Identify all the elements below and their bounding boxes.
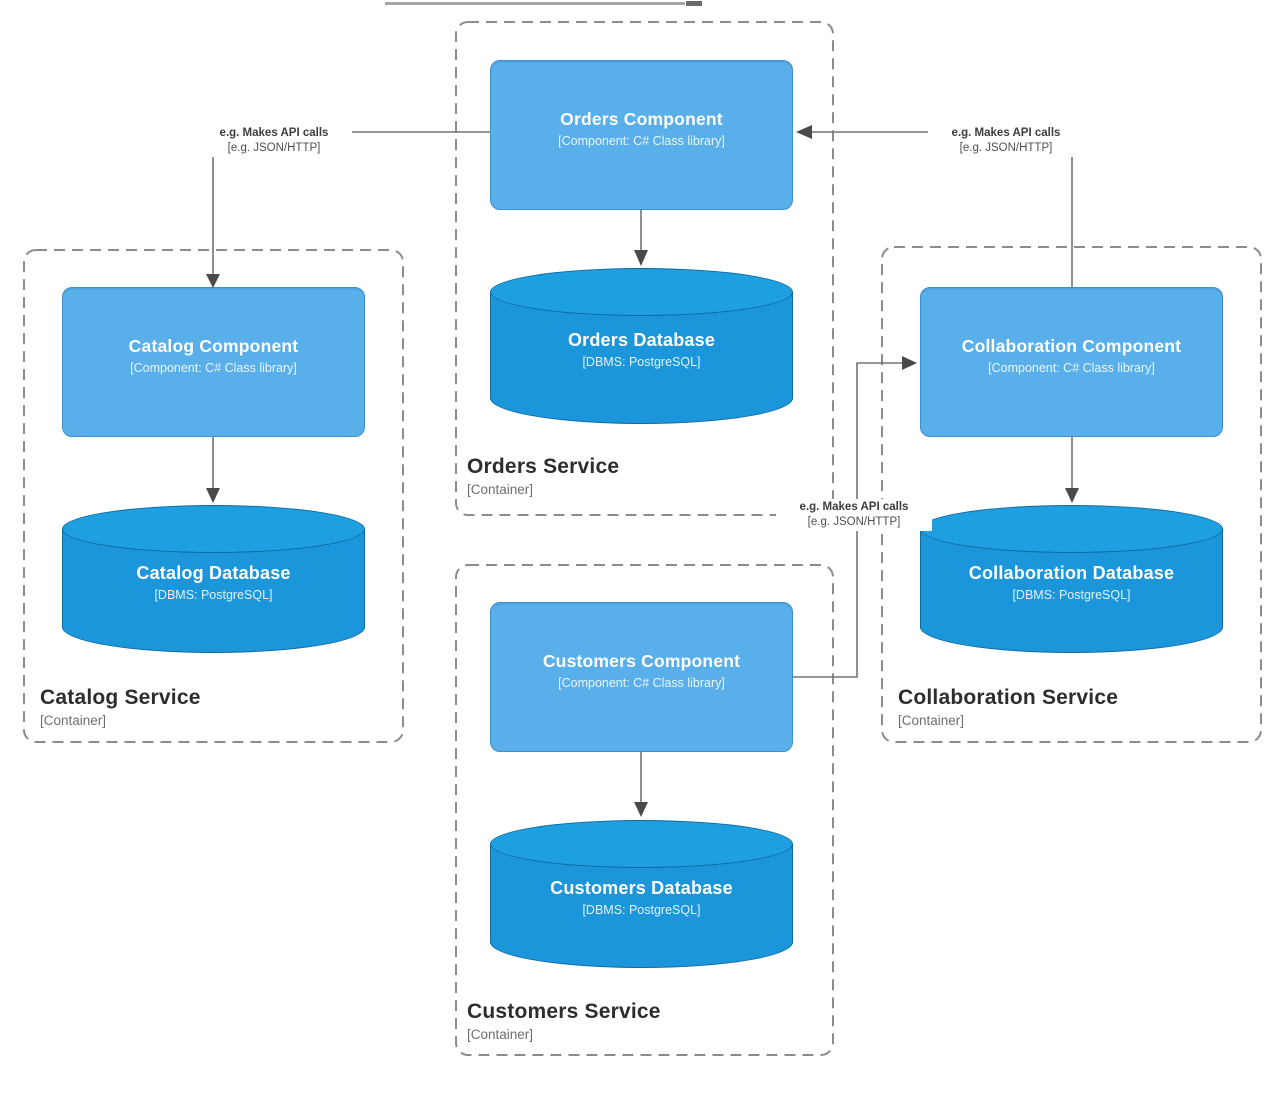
service-name: Orders Service xyxy=(467,455,620,478)
orders-component-title: Orders Component xyxy=(560,108,723,129)
catalog-database-subtitle: [DBMS: PostgreSQL] xyxy=(154,588,273,602)
orders-database-text: Orders Database [DBMS: PostgreSQL] xyxy=(490,330,793,369)
customers-database-text: Customers Database [DBMS: PostgreSQL] xyxy=(490,878,793,917)
relationship-label-orders-to-catalog: e.g. Makes API calls [e.g. JSON/HTTP] xyxy=(196,125,352,157)
catalog-database-text: Catalog Database [DBMS: PostgreSQL] xyxy=(62,563,365,602)
cropped-element-edge xyxy=(385,2,685,5)
orders-database-subtitle: [DBMS: PostgreSQL] xyxy=(582,355,701,369)
collaboration-database-title: Collaboration Database xyxy=(968,563,1175,583)
cylinder-top xyxy=(920,505,1223,553)
service-type: [Container] xyxy=(467,1027,534,1042)
customers-component-node[interactable]: Customers Component [Component: C# Class… xyxy=(490,602,793,752)
arrowhead-down-customers-db xyxy=(634,802,648,817)
collaboration-component-title: Collaboration Component xyxy=(961,335,1182,356)
relationship-protocol: [e.g. JSON/HTTP] xyxy=(959,141,1053,154)
service-type: [Container] xyxy=(40,713,107,728)
arrowhead-down-catalog-db xyxy=(206,488,220,503)
arrowhead-down-catalog xyxy=(206,274,220,288)
orders-component-subtitle: [Component: C# Class library] xyxy=(558,133,725,148)
relationship-protocol: [e.g. JSON/HTTP] xyxy=(807,515,901,528)
catalog-database-node[interactable]: Catalog Database [DBMS: PostgreSQL] xyxy=(62,505,365,653)
collaboration-database-text: Collaboration Database [DBMS: PostgreSQL… xyxy=(920,563,1223,602)
customers-component-subtitle: [Component: C# Class library] xyxy=(558,675,725,690)
service-type: [Container] xyxy=(467,482,534,497)
relationship-text: e.g. Makes API calls xyxy=(951,127,1061,139)
collaboration-component-subtitle: [Component: C# Class library] xyxy=(988,360,1155,375)
catalog-component-title: Catalog Component xyxy=(128,335,299,356)
customers-database-subtitle: [DBMS: PostgreSQL] xyxy=(582,903,701,917)
customers-component-title: Customers Component xyxy=(542,650,741,671)
catalog-database-title: Catalog Database xyxy=(136,563,291,583)
cylinder-top xyxy=(490,268,793,316)
collaboration-database-subtitle: [DBMS: PostgreSQL] xyxy=(1012,588,1131,602)
catalog-component-subtitle: [Component: C# Class library] xyxy=(130,360,297,375)
arrowhead-down-collaboration-db xyxy=(1065,488,1079,503)
relationship-label-collaboration-to-orders: e.g. Makes API calls [e.g. JSON/HTTP] xyxy=(928,125,1084,157)
service-name: Customers Service xyxy=(467,1000,661,1023)
customers-database-title: Customers Database xyxy=(550,878,733,898)
cropped-element-mark xyxy=(686,1,702,6)
collaboration-component-node[interactable]: Collaboration Component [Component: C# C… xyxy=(920,287,1223,437)
relationship-text: e.g. Makes API calls xyxy=(219,127,329,139)
relationship-protocol: [e.g. JSON/HTTP] xyxy=(227,141,321,154)
cylinder-top xyxy=(62,505,365,553)
orders-database-node[interactable]: Orders Database [DBMS: PostgreSQL] xyxy=(490,268,793,424)
service-type: [Container] xyxy=(898,713,965,728)
orders-database-title: Orders Database xyxy=(567,330,716,350)
catalog-service-label: Catalog Service [Container] xyxy=(40,686,201,728)
relationship-text: e.g. Makes API calls xyxy=(799,501,909,513)
arrowhead-down-orders-db xyxy=(634,250,648,266)
customers-service-label: Customers Service [Container] xyxy=(467,1000,661,1042)
orders-service-label: Orders Service [Container] xyxy=(467,455,619,497)
collaboration-service-label: Collaboration Service [Container] xyxy=(898,686,1118,728)
catalog-component-node[interactable]: Catalog Component [Component: C# Class l… xyxy=(62,287,365,437)
arrowhead-left-orders xyxy=(796,125,812,139)
customers-database-node[interactable]: Customers Database [DBMS: PostgreSQL] xyxy=(490,820,793,968)
cylinder-top xyxy=(490,820,793,868)
arrowhead-right-collaboration xyxy=(902,356,917,370)
service-name: Catalog Service xyxy=(40,686,201,709)
orders-component-node[interactable]: Orders Component [Component: C# Class li… xyxy=(490,60,793,210)
service-name: Collaboration Service xyxy=(898,686,1119,709)
collaboration-database-node[interactable]: Collaboration Database [DBMS: PostgreSQL… xyxy=(920,505,1223,653)
relationship-label-customers-to-collaboration: e.g. Makes API calls [e.g. JSON/HTTP] xyxy=(776,499,932,531)
